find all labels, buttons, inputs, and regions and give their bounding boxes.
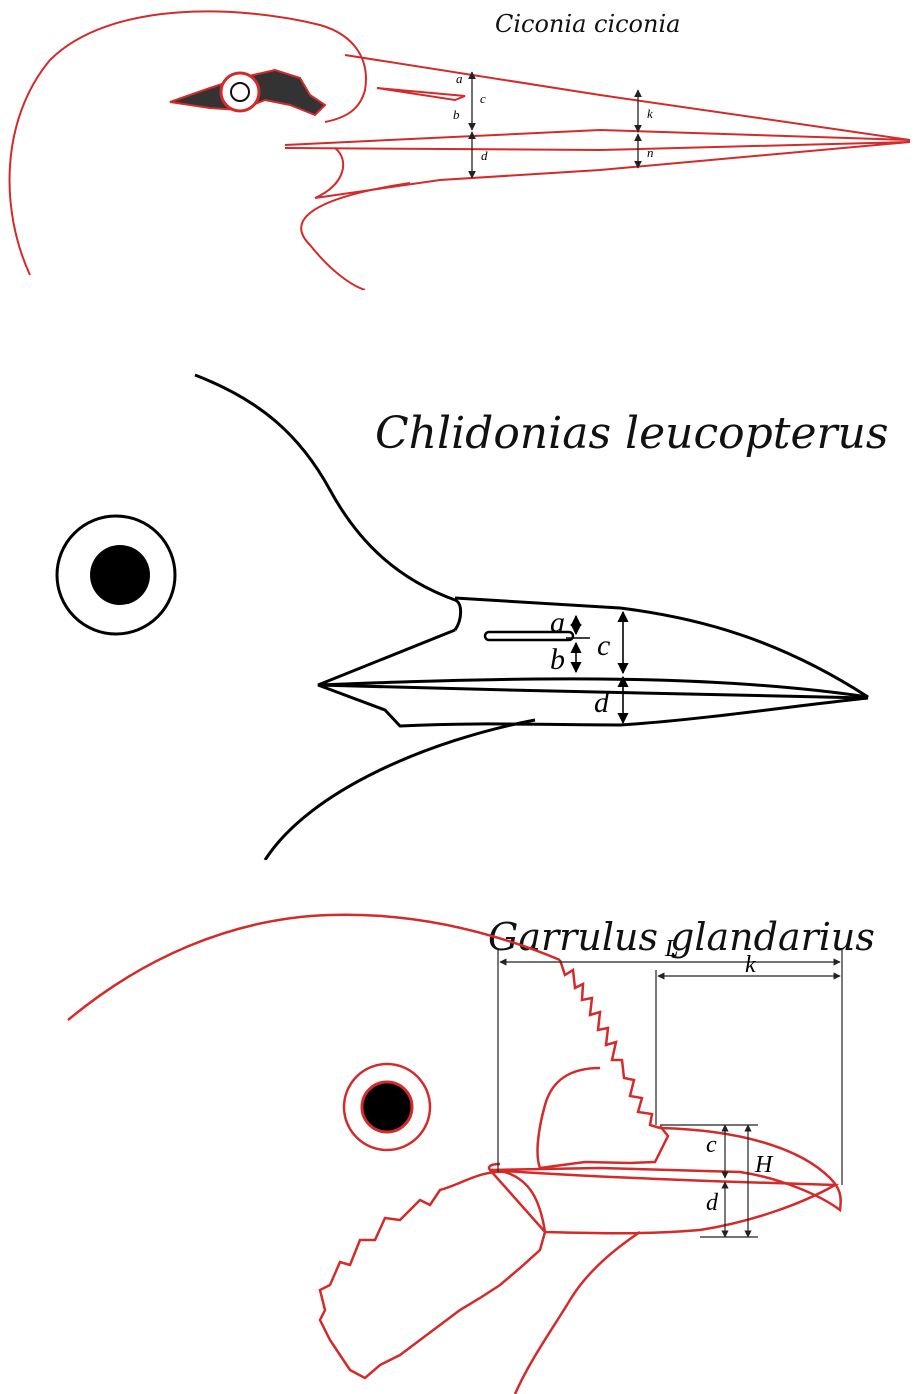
stork-label-n: n	[647, 145, 654, 160]
stork-throat	[301, 148, 410, 290]
jay-feather-tuft	[560, 960, 660, 1128]
stork-upper-mandible	[285, 55, 910, 145]
stork-label-d: d	[481, 148, 488, 163]
tern-label-b: b	[550, 643, 565, 676]
jay-label-k: k	[745, 952, 756, 978]
jay-panel: Garrulus glandarius L k c d H	[0, 900, 915, 1394]
jay-lower-mandible	[490, 1170, 835, 1233]
stork-species-title: Ciconia ciconia	[495, 10, 680, 38]
stork-label-k: k	[647, 106, 653, 121]
stork-panel: Ciconia ciconia a b c d k n	[0, 0, 915, 290]
tern-label-c: c	[597, 629, 610, 662]
tern-diagram: Chlidonias leucopterus a b c d	[0, 360, 915, 860]
stork-lower-mandible	[285, 142, 910, 198]
jay-species-title: Garrulus glandarius	[488, 915, 875, 959]
tern-lower-mandible	[318, 685, 868, 726]
stork-eye	[231, 83, 249, 101]
stork-label-c: c	[480, 91, 486, 106]
stork-label-b: b	[453, 107, 460, 122]
stork-nostril	[377, 88, 465, 100]
jay-nasal-patch	[538, 1068, 668, 1168]
stork-diagram: Ciconia ciconia a b c d k n	[0, 0, 915, 290]
stork-label-a: a	[456, 71, 463, 86]
jay-diagram: Garrulus glandarius L k c d H	[0, 900, 915, 1394]
tern-throat	[265, 720, 535, 860]
jay-label-c: c	[706, 1132, 717, 1158]
jay-label-H: H	[754, 1152, 774, 1178]
jay-chin-feathers	[320, 1172, 545, 1378]
tern-panel: Chlidonias leucopterus a b c d	[0, 360, 915, 860]
tern-species-title: Chlidonias leucopterus	[375, 408, 888, 459]
tern-label-a: a	[550, 606, 565, 639]
tern-eye	[90, 545, 150, 605]
tern-label-d: d	[594, 686, 610, 719]
tern-upper-mandible	[318, 598, 868, 697]
jay-label-d: d	[706, 1190, 719, 1216]
jay-label-L: L	[664, 936, 678, 962]
jay-head-outline	[68, 915, 560, 1020]
jay-eye	[362, 1082, 412, 1132]
